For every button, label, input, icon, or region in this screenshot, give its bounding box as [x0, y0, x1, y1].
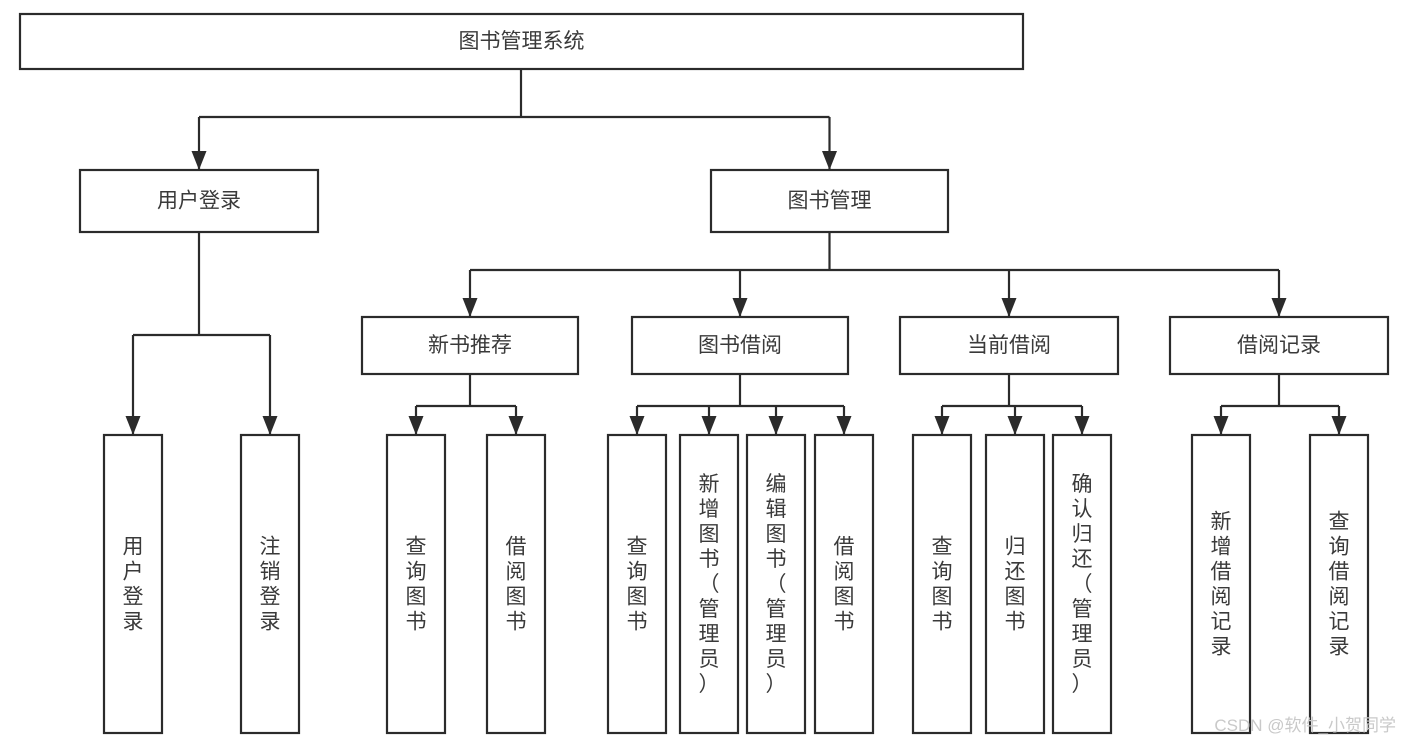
arrow-head-icon — [836, 416, 852, 435]
node-label-new-book-recommend: 新书推荐 — [428, 334, 512, 357]
node-box-book-borrow[interactable] — [630, 315, 850, 376]
node-label-leaf-user-logout: 注销登录 — [260, 536, 281, 634]
node-box-user-login[interactable] — [78, 168, 320, 234]
node-box-leaf-query-book-borrow[interactable] — [606, 433, 668, 735]
arrow-head-icon — [191, 151, 207, 170]
node-current-borrow[interactable]: 当前借阅 — [898, 315, 1120, 376]
node-label-user-login: 用户登录 — [157, 190, 241, 213]
node-leaf-query-book-recommend[interactable]: 查询图书 — [385, 433, 447, 735]
node-label-leaf-query-book-borrow: 查询图书 — [627, 536, 648, 634]
node-box-leaf-borrow-book-recommend[interactable] — [485, 433, 547, 735]
node-box-leaf-confirm-return-admin[interactable] — [1051, 433, 1113, 735]
node-leaf-add-book-admin[interactable]: 新增图书（管理员） — [678, 433, 740, 735]
node-leaf-user-logout[interactable]: 注销登录 — [239, 433, 301, 735]
node-label-leaf-borrow-book-recommend: 借阅图书 — [506, 536, 527, 634]
arrow-head-icon — [262, 416, 278, 435]
node-label-leaf-user-login: 用户登录 — [123, 536, 144, 634]
node-label-current-borrow: 当前借阅 — [967, 334, 1051, 357]
node-box-book-management[interactable] — [709, 168, 950, 234]
nodes-layer: 图书管理系统用户登录图书管理新书推荐图书借阅当前借阅借阅记录用户登录注销登录查询… — [18, 12, 1390, 735]
node-leaf-return-book[interactable]: 归还图书 — [984, 433, 1046, 735]
arrow-head-icon — [732, 298, 748, 317]
node-borrow-record[interactable]: 借阅记录 — [1168, 315, 1390, 376]
connectors-layer — [125, 69, 1347, 435]
node-label-book-management: 图书管理 — [788, 190, 872, 213]
node-label-leaf-query-borrow-record: 查询借阅记录 — [1329, 511, 1350, 659]
node-label-leaf-edit-book-admin: 编辑图书（管理员） — [766, 473, 787, 696]
node-box-leaf-add-borrow-record[interactable] — [1190, 433, 1252, 735]
node-leaf-query-book-current[interactable]: 查询图书 — [911, 433, 973, 735]
node-user-login[interactable]: 用户登录 — [78, 168, 320, 234]
node-leaf-user-login[interactable]: 用户登录 — [102, 433, 164, 735]
node-box-leaf-query-book-recommend[interactable] — [385, 433, 447, 735]
node-box-root[interactable] — [18, 12, 1025, 71]
node-new-book-recommend[interactable]: 新书推荐 — [360, 315, 580, 376]
node-leaf-query-book-borrow[interactable]: 查询图书 — [606, 433, 668, 735]
node-label-leaf-confirm-return-admin: 确认归还（管理员） — [1072, 473, 1093, 696]
csdn-watermark: CSDN @软件_小贺同学 — [1214, 716, 1396, 735]
arrow-head-icon — [701, 416, 717, 435]
node-box-leaf-borrow-book[interactable] — [813, 433, 875, 735]
node-label-leaf-return-book: 归还图书 — [1005, 536, 1026, 634]
node-box-borrow-record[interactable] — [1168, 315, 1390, 376]
node-book-management[interactable]: 图书管理 — [709, 168, 950, 234]
node-label-root: 图书管理系统 — [459, 30, 585, 53]
node-box-leaf-user-login[interactable] — [102, 433, 164, 735]
arrow-head-icon — [125, 416, 141, 435]
node-box-current-borrow[interactable] — [898, 315, 1120, 376]
node-label-leaf-query-book-recommend: 查询图书 — [406, 536, 427, 634]
arrow-head-icon — [462, 298, 478, 317]
arrow-head-icon — [1213, 416, 1229, 435]
node-label-leaf-add-borrow-record: 新增借阅记录 — [1211, 511, 1232, 659]
arrow-head-icon — [1001, 298, 1017, 317]
node-leaf-edit-book-admin[interactable]: 编辑图书（管理员） — [745, 433, 807, 735]
arrow-head-icon — [629, 416, 645, 435]
node-root[interactable]: 图书管理系统 — [18, 12, 1025, 71]
node-leaf-add-borrow-record[interactable]: 新增借阅记录 — [1190, 433, 1252, 735]
arrow-head-icon — [508, 416, 524, 435]
node-leaf-confirm-return-admin[interactable]: 确认归还（管理员） — [1051, 433, 1113, 735]
node-box-new-book-recommend[interactable] — [360, 315, 580, 376]
node-box-leaf-user-logout[interactable] — [239, 433, 301, 735]
arrow-head-icon — [934, 416, 950, 435]
arrow-head-icon — [1074, 416, 1090, 435]
arrow-head-icon — [1331, 416, 1347, 435]
node-label-book-borrow: 图书借阅 — [698, 334, 782, 357]
node-box-leaf-return-book[interactable] — [984, 433, 1046, 735]
node-box-leaf-query-borrow-record[interactable] — [1308, 433, 1370, 735]
node-box-leaf-edit-book-admin[interactable] — [745, 433, 807, 735]
node-book-borrow[interactable]: 图书借阅 — [630, 315, 850, 376]
node-leaf-borrow-book-recommend[interactable]: 借阅图书 — [485, 433, 547, 735]
node-label-leaf-add-book-admin: 新增图书（管理员） — [699, 473, 720, 696]
arrow-head-icon — [1007, 416, 1023, 435]
arrow-head-icon — [822, 151, 837, 170]
node-box-leaf-add-book-admin[interactable] — [678, 433, 740, 735]
arrow-head-icon — [1271, 298, 1287, 317]
node-label-leaf-borrow-book: 借阅图书 — [834, 536, 855, 634]
node-label-borrow-record: 借阅记录 — [1237, 334, 1321, 357]
arrow-head-icon — [768, 416, 784, 435]
node-label-leaf-query-book-current: 查询图书 — [932, 536, 953, 634]
node-leaf-borrow-book[interactable]: 借阅图书 — [813, 433, 875, 735]
node-box-leaf-query-book-current[interactable] — [911, 433, 973, 735]
arrow-head-icon — [408, 416, 424, 435]
node-leaf-query-borrow-record[interactable]: 查询借阅记录 — [1308, 433, 1370, 735]
